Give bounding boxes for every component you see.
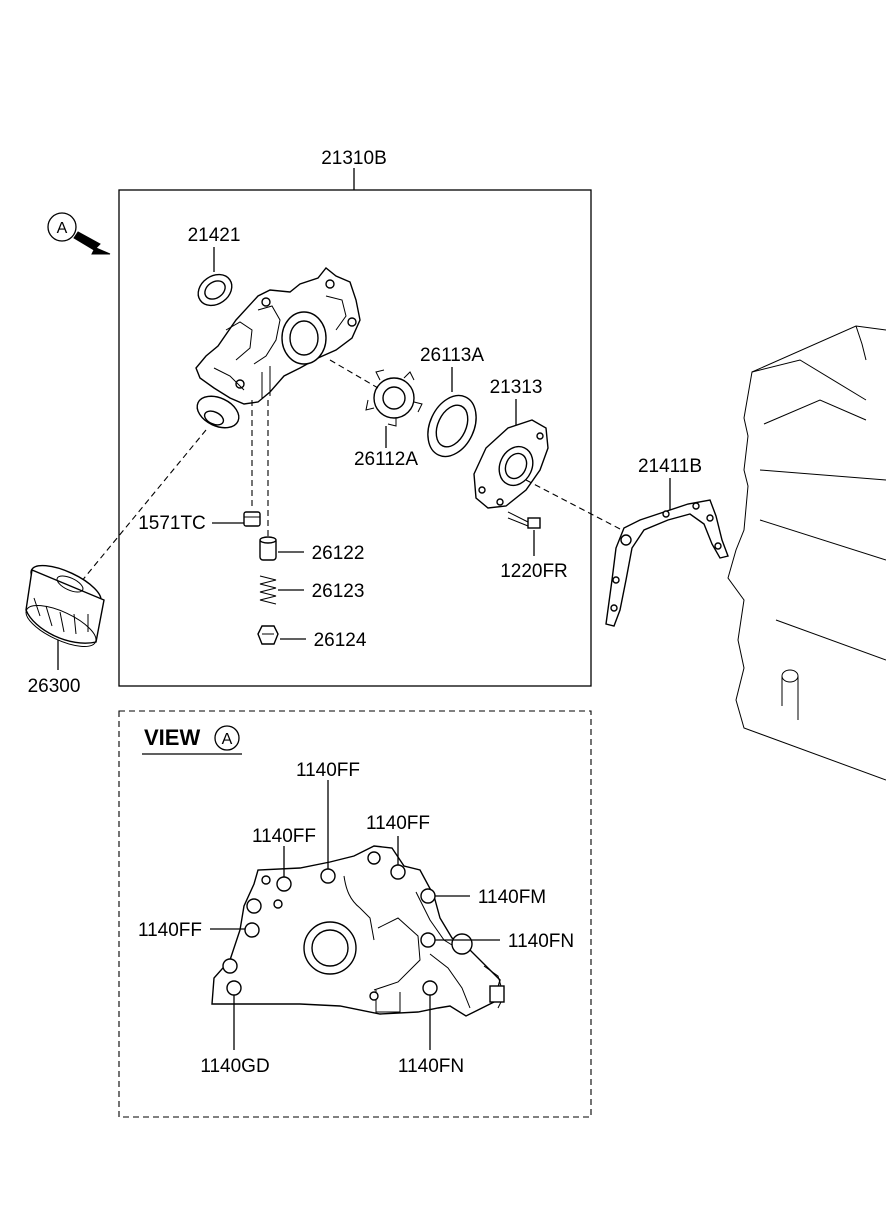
spring-part bbox=[259, 575, 277, 605]
bolt-right-upper bbox=[420, 888, 470, 904]
plug-upper-part bbox=[243, 511, 261, 527]
pump-cover-part bbox=[473, 419, 549, 509]
label-26124: 26124 bbox=[314, 630, 367, 651]
bolt-top-right bbox=[390, 836, 406, 880]
bolt-right-middle bbox=[420, 932, 500, 948]
oil-seal-part bbox=[197, 273, 233, 307]
view-a-arrow-icon: A bbox=[47, 212, 111, 255]
svg-text:A: A bbox=[57, 220, 68, 237]
label-bolt-right-upper: 1140FM bbox=[478, 887, 546, 908]
oil-pump-body-part bbox=[195, 267, 361, 429]
gasket-part bbox=[605, 499, 729, 627]
bolt-left bbox=[210, 898, 262, 938]
label-bolt-top-right: 1140FF bbox=[366, 813, 430, 834]
label-26112a: 26112A bbox=[354, 449, 418, 470]
label-bolt-bottom-right: 1140FN bbox=[398, 1056, 464, 1077]
view-a-circle-icon: A bbox=[214, 725, 240, 751]
label-bolt-top-left: 1140FF bbox=[252, 826, 316, 847]
label-bolt-left: 1140FF bbox=[138, 920, 202, 941]
label-26300: 26300 bbox=[28, 676, 81, 697]
label-1220fr: 1220FR bbox=[500, 561, 568, 582]
svg-text:A: A bbox=[222, 731, 233, 748]
cover-screw-part bbox=[507, 511, 541, 529]
bolt-top-center bbox=[320, 780, 336, 884]
label-21421: 21421 bbox=[188, 225, 241, 246]
plug-lower-part bbox=[257, 625, 279, 645]
assembly-frame bbox=[118, 189, 592, 687]
label-1571tc: 1571TC bbox=[138, 513, 206, 534]
label-26122: 26122 bbox=[312, 543, 365, 564]
plunger-part bbox=[259, 536, 277, 561]
label-bolt-top-center: 1140FF bbox=[296, 760, 360, 781]
view-a-frame bbox=[118, 710, 592, 1118]
label-21411b: 21411B bbox=[638, 456, 702, 477]
label-bolt-bottom-left: 1140GD bbox=[200, 1056, 269, 1077]
label-21313: 21313 bbox=[490, 377, 543, 398]
oil-filter-part bbox=[25, 564, 105, 647]
inner-gear-part bbox=[365, 369, 423, 427]
label-bolt-right-middle: 1140FN bbox=[508, 931, 574, 952]
label-26123: 26123 bbox=[312, 581, 365, 602]
engine-block-outline bbox=[727, 325, 886, 781]
view-a-title: VIEW bbox=[144, 725, 200, 750]
bolt-bottom-left bbox=[222, 958, 242, 1050]
label-26113a: 26113A bbox=[420, 345, 484, 366]
label-21310b: 21310B bbox=[321, 148, 387, 169]
outer-gear-part bbox=[427, 394, 477, 458]
bolt-bottom-right bbox=[422, 980, 438, 1050]
bolt-top-left bbox=[276, 846, 292, 892]
